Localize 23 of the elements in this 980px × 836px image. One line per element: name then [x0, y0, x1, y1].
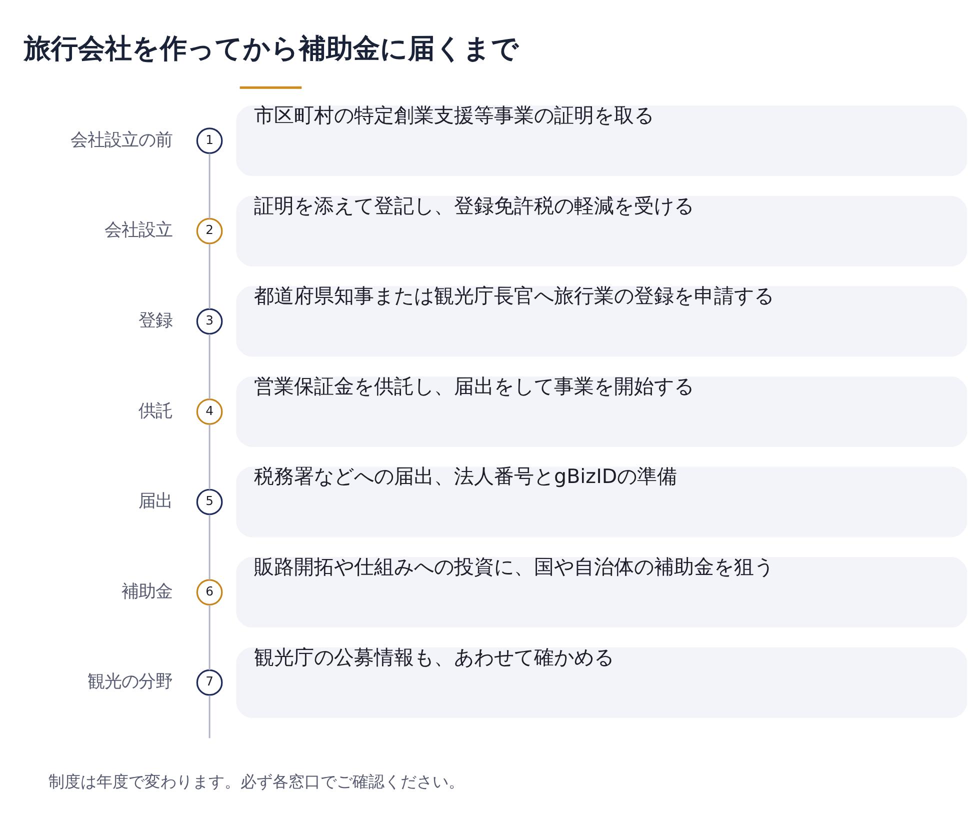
- node-circle: 3: [196, 308, 223, 334]
- diagram-title: 旅行会社を作ってから補助金に届くまで: [24, 32, 519, 64]
- connector: [208, 243, 210, 308]
- node-label: 登録: [138, 310, 172, 330]
- node-label: 会社設立: [104, 220, 172, 240]
- node-label: 観光の分野: [87, 672, 172, 692]
- connector: [208, 424, 210, 490]
- connector: [208, 153, 210, 218]
- node-circle: 2: [196, 217, 223, 244]
- node-label: 届出: [138, 491, 172, 512]
- caption: 制度は年度で変わります。必ず各窓口でご確認ください。: [48, 771, 465, 790]
- connector: [208, 694, 210, 738]
- node-circle: 1: [196, 127, 223, 154]
- node-circle: 5: [196, 488, 223, 515]
- connector: [208, 514, 210, 580]
- node-label: 補助金: [121, 581, 172, 602]
- connector: [208, 334, 210, 399]
- node-label: 会社設立の前: [70, 130, 172, 150]
- node-circle: 6: [196, 578, 223, 605]
- node-label: 供託: [138, 400, 172, 421]
- node-circle: 4: [196, 398, 223, 424]
- connector: [208, 604, 210, 670]
- node-circle: 7: [196, 668, 223, 696]
